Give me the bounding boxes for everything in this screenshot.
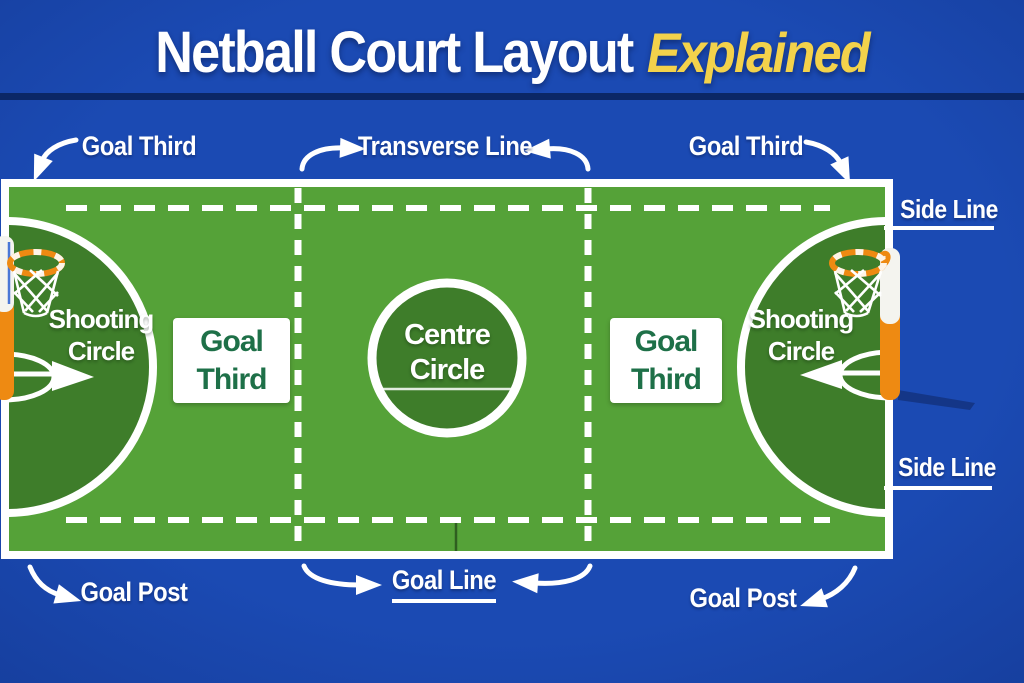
arrow-transverse-right [524, 138, 591, 172]
shooting-circle-right-zone [737, 217, 885, 517]
label-side-line-top: Side Line [900, 194, 998, 224]
label-shooting-circle-right: Shooting Circle [748, 304, 855, 366]
page-title: Netball Court Layout Explained [51, 14, 973, 90]
arrow-goal-post-right [800, 565, 858, 608]
post-shadow [898, 390, 975, 410]
arrow-goal-third-top-right [803, 139, 851, 185]
goal-third-box-right: Goal Third [610, 318, 722, 403]
title-main-text: Netball Court Layout [155, 19, 634, 85]
label-goal-line: Goal Line [391, 565, 497, 595]
post-pointer-left [52, 361, 94, 391]
centre-circle-zone [367, 278, 527, 438]
label-goal-third-top-left: Goal Third [81, 131, 197, 161]
label-goal-post-bottom-right: Goal Post [689, 583, 797, 613]
goal-third-box-left: Goal Third [173, 318, 290, 403]
goal-third-box-right-text: Goal Third [631, 325, 702, 396]
label-transverse-line: Transverse Line [357, 131, 533, 161]
label-centre-circle: Centre Circle [404, 319, 491, 387]
label-side-line-bottom: Side Line [898, 452, 996, 482]
title-accent-text: Explained [646, 20, 871, 84]
post-pointer-right [800, 360, 842, 389]
goal-third-box-left-text: Goal Third [196, 325, 268, 396]
arrow-goal-third-top-left [33, 137, 79, 182]
label-goal-post-bottom-left: Goal Post [80, 577, 188, 607]
label-goal-third-top-right: Goal Third [688, 131, 804, 161]
hoop-net-left [12, 269, 60, 318]
court-surface [1, 179, 893, 559]
label-underlines [392, 226, 994, 603]
shooting-circle-left-zone [9, 217, 157, 517]
goal-post-right [829, 248, 975, 410]
arrow-goal-post-left [27, 564, 82, 604]
title-divider [0, 93, 1024, 100]
hoop-net-right [833, 268, 883, 318]
annotation-arrows [27, 137, 858, 608]
arrow-goal-line-left [301, 563, 382, 595]
arrow-transverse-left [299, 137, 366, 172]
goal-post-left [0, 236, 65, 400]
label-shooting-circle-left: Shooting Circle [48, 304, 155, 366]
arrow-goal-line-right [512, 563, 593, 594]
